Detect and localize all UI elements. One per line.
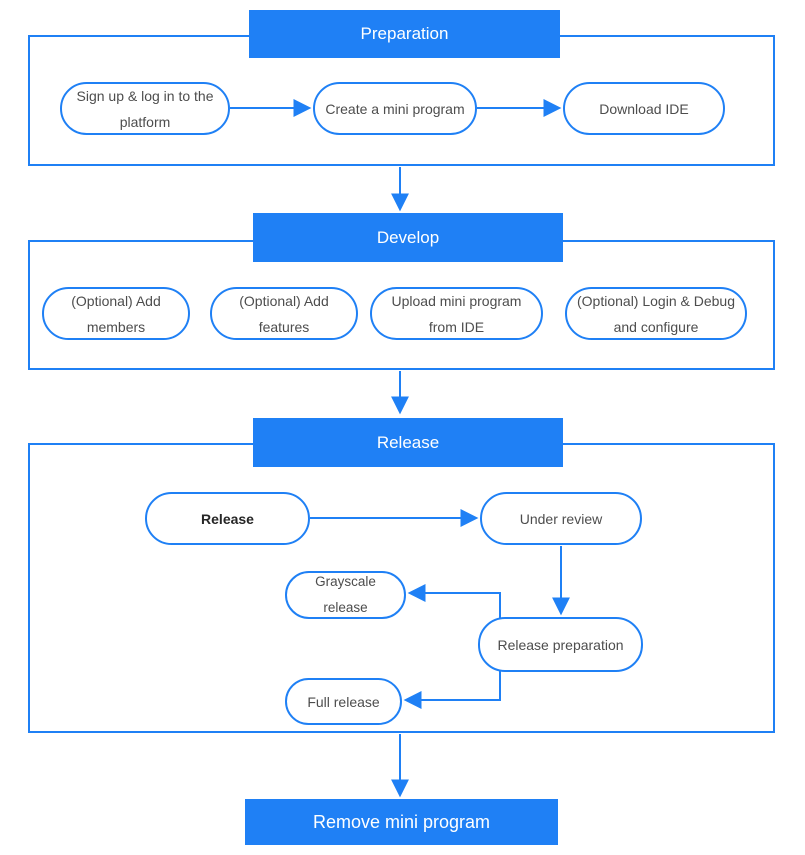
node-optional-login-debug-configure: (Optional) Login & Debug and configure xyxy=(565,287,747,340)
develop-header: Develop xyxy=(253,213,563,262)
node-full-release: Full release xyxy=(285,678,402,725)
node-optional-add-features: (Optional) Add features xyxy=(210,287,358,340)
node-grayscale-release: Grayscale release xyxy=(285,571,406,619)
node-release-preparation: Release preparation xyxy=(478,617,643,672)
node-release: Release xyxy=(145,492,310,545)
node-sign-up-log-in: Sign up & log in to the platform xyxy=(60,82,230,135)
remove-mini-program-header: Remove mini program xyxy=(245,799,558,845)
node-optional-add-members: (Optional) Add members xyxy=(42,287,190,340)
node-upload-mini-program-from-ide: Upload mini program from IDE xyxy=(370,287,543,340)
node-create-mini-program: Create a mini program xyxy=(313,82,477,135)
preparation-header: Preparation xyxy=(249,10,560,58)
release-header: Release xyxy=(253,418,563,467)
node-under-review: Under review xyxy=(480,492,642,545)
node-download-ide: Download IDE xyxy=(563,82,725,135)
